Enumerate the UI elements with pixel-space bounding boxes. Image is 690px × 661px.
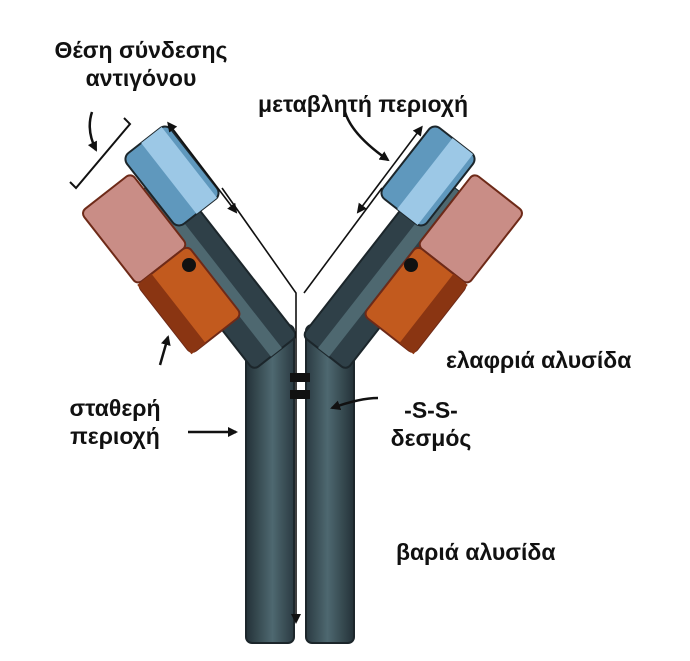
constant-region-label-line1: σταθερή — [40, 394, 190, 422]
disulfide-bond-upper — [290, 373, 310, 382]
disulfide-bond-label-line2: δεσμός — [376, 424, 486, 452]
light-heavy-bond-left — [182, 258, 196, 272]
antigen-site-bracket — [70, 118, 130, 188]
antigen-site-label-line2: αντιγόνου — [26, 64, 256, 92]
heavy-chain-left-stem — [246, 325, 294, 643]
variable-region-label: μεταβλητή περιοχή — [258, 90, 468, 118]
disulfide-bond-lower — [290, 390, 310, 399]
light-chain-label: ελαφριά αλυσίδα — [446, 346, 631, 374]
antigen-site-label-line1: Θέση σύνδεσης — [26, 36, 256, 64]
heavy-chain-right-stem — [306, 325, 354, 643]
disulfide-bond-label: -S-S- δεσμός — [376, 396, 486, 452]
constant-region-label: σταθερή περιοχή — [40, 394, 190, 450]
variable-region-label-arrow — [345, 112, 388, 160]
constant-region-label-line2: περιοχή — [40, 422, 190, 450]
disulfide-bond-label-line1: -S-S- — [376, 396, 486, 424]
antigen-site-label: Θέση σύνδεσης αντιγόνου — [26, 36, 256, 92]
antigen-site-arrow — [90, 112, 96, 150]
constant-region-arrow-up — [160, 337, 168, 365]
light-heavy-bond-right — [404, 258, 418, 272]
heavy-chain-label: βαριά αλυσίδα — [396, 538, 556, 566]
